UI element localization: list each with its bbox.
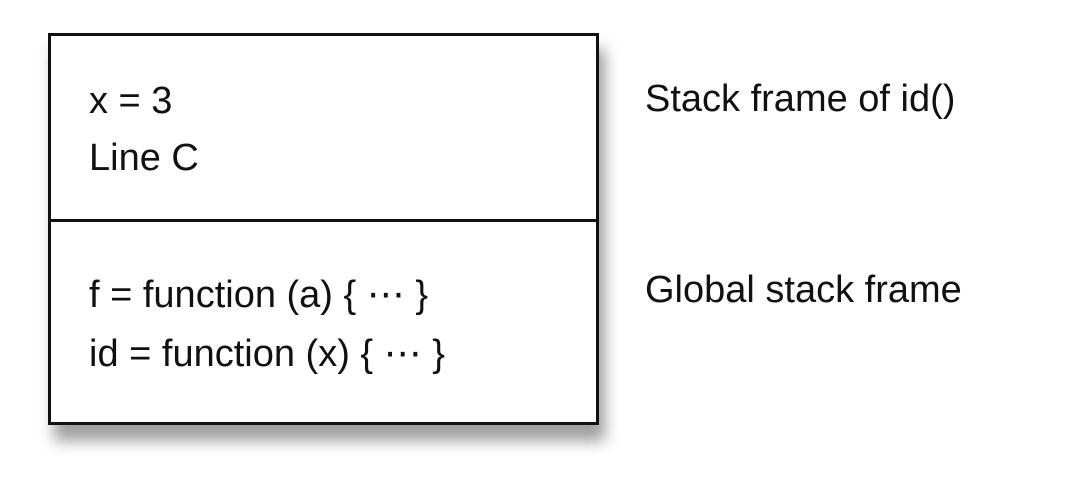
stack-frame-global: f = function (a) { ⋯ } id = function (x)… (51, 222, 596, 422)
stack-frame-global-label: Global stack frame (645, 269, 962, 311)
frame-return-line: Line C (89, 137, 199, 179)
frame-variable-line: f = function (a) { ⋯ } (89, 274, 429, 316)
call-stack: x = 3 Line C f = function (a) { ⋯ } id =… (48, 33, 599, 425)
stack-frame-id: x = 3 Line C (51, 36, 596, 222)
frame-variable-line: x = 3 (89, 80, 173, 122)
stack-frame-id-label: Stack frame of id() (645, 78, 956, 120)
frame-variable-line: id = function (x) { ⋯ } (89, 333, 445, 375)
